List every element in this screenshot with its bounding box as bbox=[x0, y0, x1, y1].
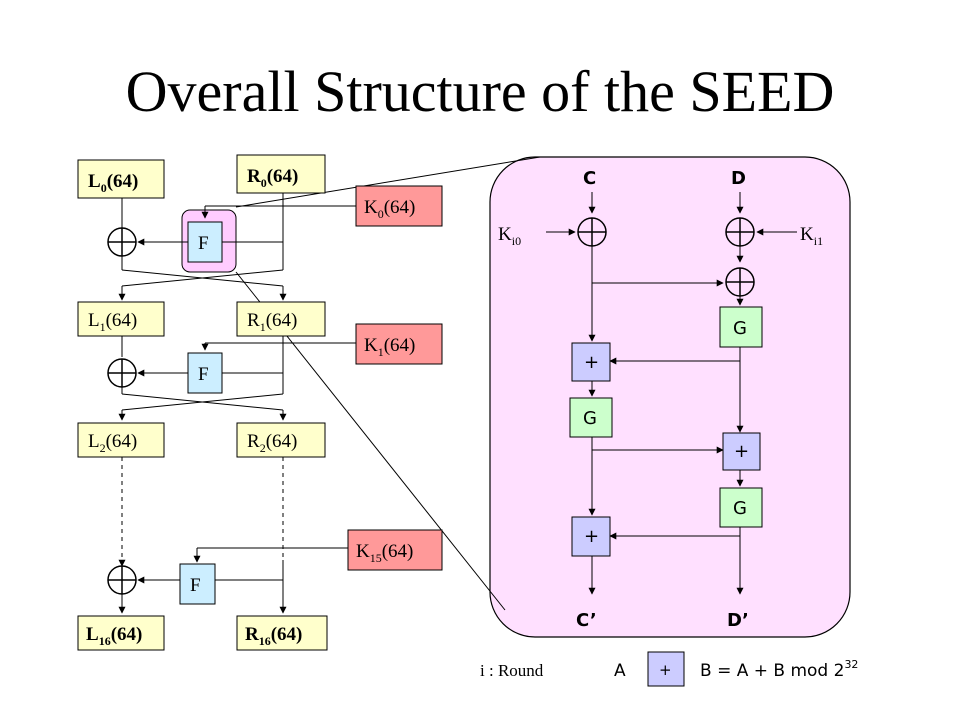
xor-icon bbox=[725, 217, 755, 247]
add-box bbox=[722, 432, 761, 471]
r0-box bbox=[236, 154, 326, 194]
l1-label: L1(64) bbox=[88, 310, 137, 334]
k1-label: K1(64) bbox=[364, 335, 415, 359]
r2-label: R2(64) bbox=[247, 431, 297, 455]
r1-label: R1(64) bbox=[247, 310, 297, 334]
plus-label: + bbox=[584, 526, 599, 547]
g-box bbox=[569, 397, 613, 438]
add-box bbox=[571, 342, 611, 382]
l16-label: L16(64) bbox=[86, 624, 142, 648]
k1-box bbox=[355, 323, 443, 365]
round-detail-panel bbox=[489, 156, 851, 638]
ki0-label: Ki0 bbox=[498, 224, 521, 248]
k0-label: K0(64) bbox=[364, 197, 415, 221]
xor-icon bbox=[577, 217, 607, 247]
add-box bbox=[571, 516, 611, 557]
l0-box bbox=[77, 159, 165, 199]
f-label: F bbox=[198, 233, 209, 254]
xor-icon bbox=[107, 358, 137, 388]
k0-box bbox=[355, 185, 443, 227]
g-box bbox=[719, 487, 763, 528]
l16-box bbox=[77, 615, 165, 651]
xor-icon bbox=[725, 267, 755, 297]
g-label: G bbox=[733, 498, 747, 519]
k15-box bbox=[347, 529, 443, 571]
ki1-label: Ki1 bbox=[800, 224, 823, 248]
r0-label: R0(64) bbox=[247, 166, 298, 190]
legend-add-box bbox=[647, 651, 685, 687]
g-label: G bbox=[583, 408, 597, 429]
c-input-label: C bbox=[583, 168, 596, 189]
r2-box bbox=[236, 422, 326, 458]
f-box-round0 bbox=[187, 221, 223, 263]
d-output-label: D’ bbox=[727, 610, 749, 631]
g-label: G bbox=[733, 318, 747, 339]
g-box bbox=[719, 306, 763, 348]
k15-label: K15(64) bbox=[356, 541, 413, 565]
r16-box bbox=[236, 615, 328, 651]
zoom-line-top bbox=[235, 156, 541, 208]
xor-icon bbox=[107, 565, 137, 595]
c-output-label: C’ bbox=[576, 610, 597, 631]
l1-box bbox=[77, 301, 165, 337]
page-title: Overall Structure of the SEED bbox=[125, 59, 835, 124]
legend-a: A bbox=[614, 661, 626, 681]
f-box-round1 bbox=[187, 352, 223, 394]
f-label: F bbox=[190, 575, 201, 596]
l0-label: L0(64) bbox=[88, 171, 138, 195]
l2-label: L2(64) bbox=[88, 431, 137, 455]
l2-box bbox=[77, 422, 165, 458]
plus-label: + bbox=[734, 441, 749, 462]
xor-icon bbox=[107, 227, 137, 257]
plus-label: + bbox=[584, 352, 599, 373]
r1-box bbox=[236, 301, 326, 337]
round-legend: i : Round bbox=[480, 661, 544, 680]
f-box-round15 bbox=[179, 563, 216, 605]
d-input-label: D bbox=[731, 168, 746, 189]
f-label: F bbox=[198, 364, 209, 385]
legend-formula: B = A + B mod 232 bbox=[700, 658, 858, 681]
r16-label: R16(64) bbox=[245, 624, 302, 648]
legend-plus: + bbox=[659, 661, 672, 679]
